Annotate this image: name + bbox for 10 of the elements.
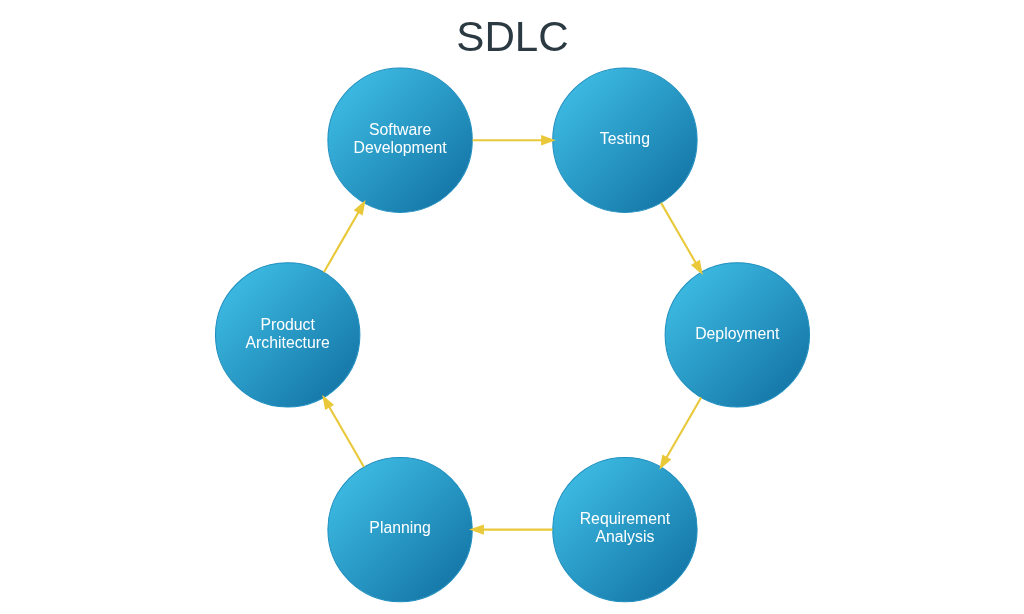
arrow <box>659 201 703 275</box>
node-circle: Planning <box>326 456 473 602</box>
node-circle: Testing <box>551 67 698 213</box>
diagram-title: SDLC <box>455 12 569 60</box>
node-circle: Requirement Analysis <box>551 456 698 602</box>
arrow <box>468 523 553 535</box>
arrow <box>471 134 556 145</box>
arrow <box>322 199 366 273</box>
arrow <box>658 396 702 470</box>
arrow <box>321 394 365 467</box>
